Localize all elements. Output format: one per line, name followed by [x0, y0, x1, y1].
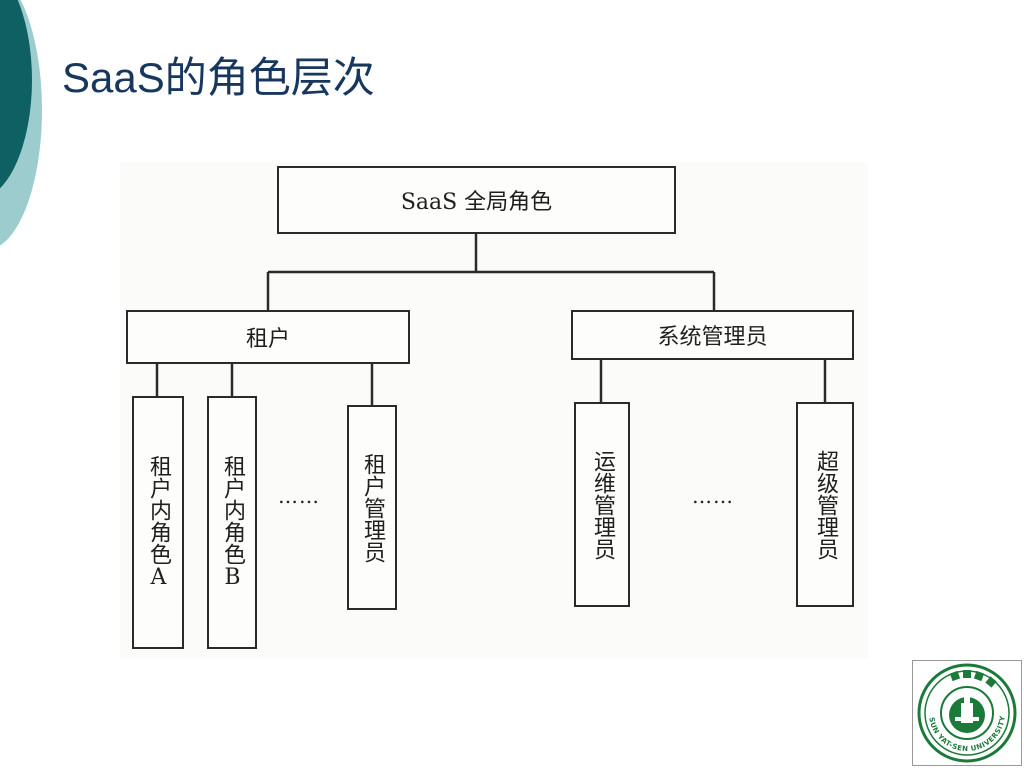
tenant-role-a-box: 租户内角色A [132, 396, 184, 649]
tenant-ellipsis: …… [278, 484, 320, 508]
tenant-admin-box: 租户管理员 [347, 405, 397, 610]
university-seal-icon: SUN YAT-SEN UNIVERSITY [917, 663, 1017, 763]
admin-ellipsis: …… [692, 484, 734, 508]
role-hierarchy-diagram: SaaS 全局角色 租户 系统管理员 租户内角色A 租户内角色B …… 租户管理… [120, 162, 868, 658]
root-role-box: SaaS 全局角色 [277, 166, 676, 234]
tenant-role-b-box: 租户内角色B [207, 396, 257, 649]
university-logo: SUN YAT-SEN UNIVERSITY [912, 660, 1022, 766]
slide-title: SaaS的角色层次 [62, 54, 375, 101]
tenant-box: 租户 [126, 310, 410, 364]
connector-lines [155, 234, 827, 405]
super-admin-box: 超级管理员 [796, 402, 854, 607]
ops-admin-box: 运维管理员 [574, 402, 630, 607]
sysadmin-box: 系统管理员 [571, 310, 854, 360]
